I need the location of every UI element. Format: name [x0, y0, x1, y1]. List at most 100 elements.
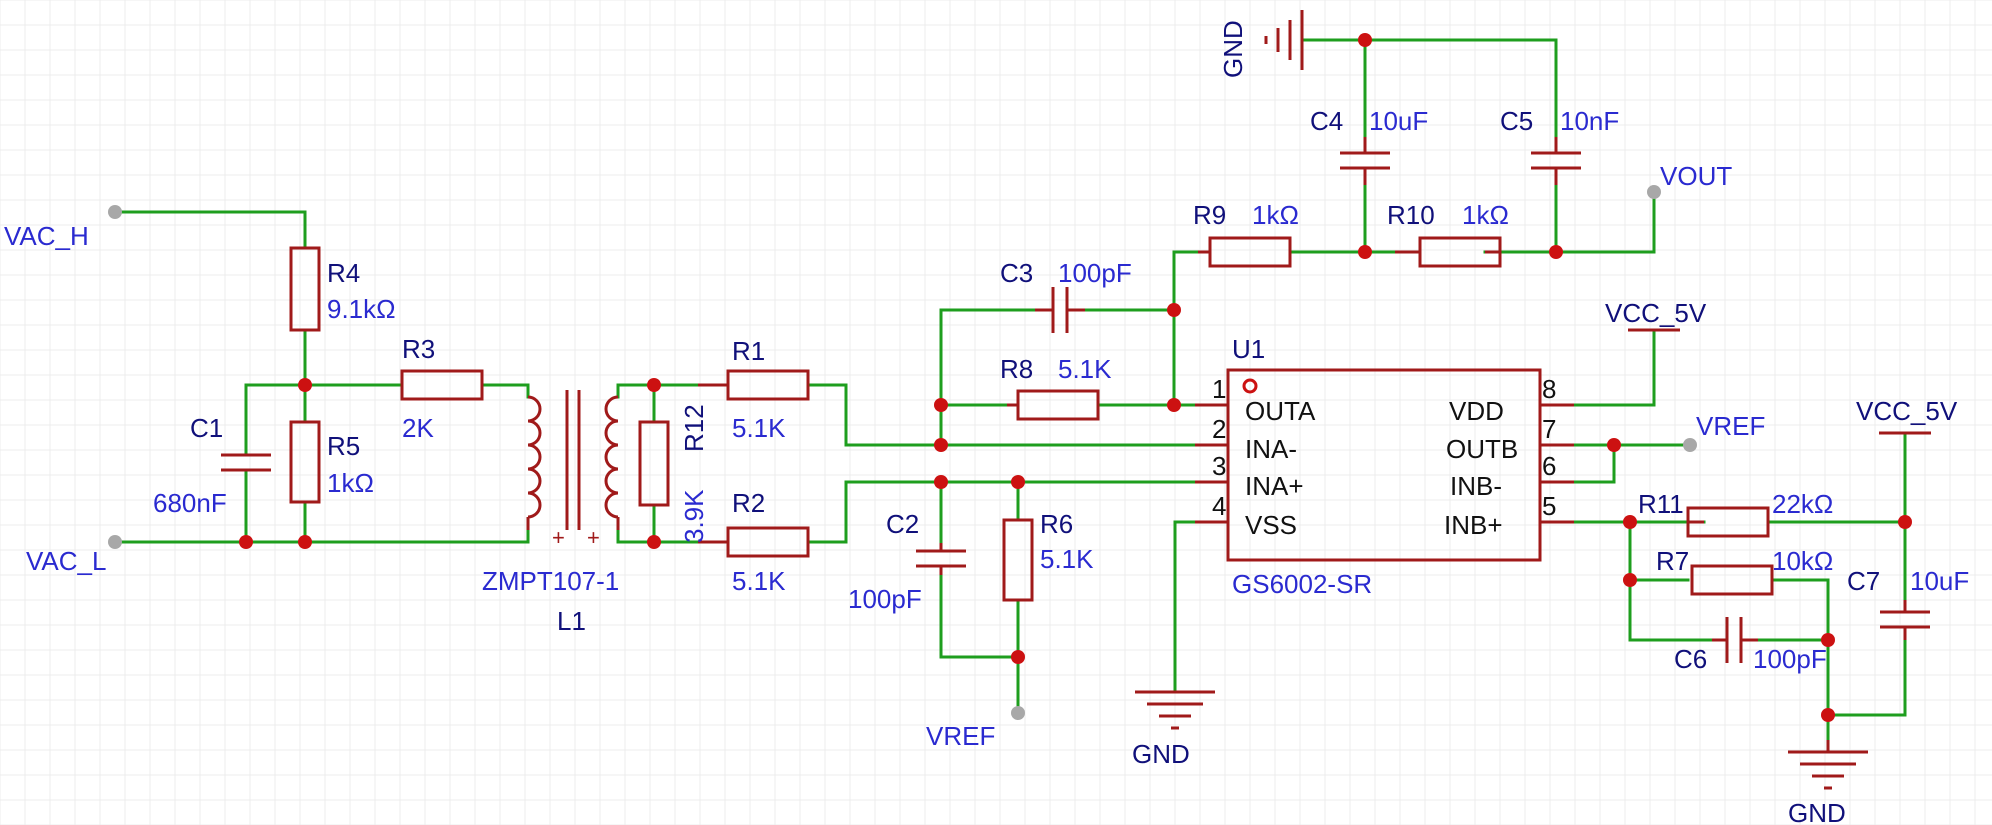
r10-ref: R10	[1387, 200, 1435, 230]
r8-resistor	[1007, 389, 1100, 421]
u1-pin1-num: 1	[1212, 374, 1226, 404]
l1-value: ZMPT107-1	[482, 566, 619, 596]
net-vref-bottom-label: VREF	[926, 721, 995, 751]
c5-ref: C5	[1500, 106, 1533, 136]
c7-capacitor	[1880, 600, 1930, 640]
net-vac-l-label: VAC_L	[26, 546, 106, 576]
u1-pin3-name: INA+	[1245, 471, 1304, 501]
net-vref-right-label: VREF	[1696, 411, 1765, 441]
net-vcc-right-label: VCC_5V	[1856, 396, 1958, 426]
net-vac-h-label: VAC_H	[4, 221, 89, 251]
r9-value: 1kΩ	[1252, 200, 1299, 230]
r2-resistor	[698, 526, 810, 558]
r4-resistor	[289, 246, 321, 332]
r4-value: 9.1kΩ	[327, 294, 396, 324]
u1-pin2-name: INA-	[1245, 434, 1297, 464]
r7-value: 10kΩ	[1772, 546, 1833, 576]
net-ports	[108, 185, 1697, 720]
u1-pin8-name: VDD	[1449, 396, 1504, 426]
u1-pin7-name: OUTB	[1446, 434, 1518, 464]
r11-resistor	[1686, 506, 1770, 538]
r9-resistor	[1198, 236, 1292, 268]
l1-transformer: + +	[526, 390, 620, 550]
labels: VAC_H VAC_L VOUT VREF VREF VCC_5V VCC_5V…	[4, 20, 1969, 825]
r11-value: 22kΩ	[1772, 489, 1833, 519]
u1-pin1-name: OUTA	[1245, 396, 1316, 426]
net-vout-label: VOUT	[1660, 161, 1732, 191]
u1-pin8-num: 8	[1542, 374, 1556, 404]
r8-value: 5.1K	[1058, 354, 1112, 384]
net-gnd-right-label: GND	[1788, 798, 1846, 825]
c5-value: 10nF	[1560, 106, 1619, 136]
l1-ref: L1	[557, 606, 586, 636]
u1-pin6-name: INB-	[1450, 471, 1502, 501]
r12-value: 3.9K	[679, 489, 709, 543]
vout-port[interactable]	[1647, 185, 1661, 199]
u1-pin4-num: 4	[1212, 491, 1226, 521]
r6-value: 5.1K	[1040, 544, 1094, 574]
vref-right-port[interactable]	[1683, 438, 1697, 452]
r2-value: 5.1K	[732, 566, 786, 596]
gnd-mid-symbol	[1135, 690, 1215, 730]
r1-ref: R1	[732, 336, 765, 366]
u1-pin6-num: 6	[1542, 451, 1556, 481]
c4-ref: C4	[1310, 106, 1343, 136]
r3-resistor	[400, 369, 484, 401]
r12-ref: R12	[679, 404, 709, 452]
r8-ref: R8	[1000, 354, 1033, 384]
u1-pin7-num: 7	[1542, 414, 1556, 444]
c6-ref: C6	[1674, 644, 1707, 674]
r5-ref: R5	[327, 431, 360, 461]
u1-pin3-num: 3	[1212, 451, 1226, 481]
u1-pin2-num: 2	[1212, 414, 1226, 444]
vac-l-port[interactable]	[108, 535, 122, 549]
symbols: + +	[221, 10, 1931, 790]
c3-value: 100pF	[1058, 258, 1132, 288]
net-vcc-top-label: VCC_5V	[1605, 298, 1707, 328]
net-gnd-top-label: GND	[1218, 20, 1248, 78]
r7-resistor	[1690, 564, 1774, 596]
c2-capacitor	[916, 543, 966, 575]
c6-value: 100pF	[1753, 644, 1827, 674]
c2-ref: C2	[886, 509, 919, 539]
r4-ref: R4	[327, 258, 360, 288]
net-gnd-mid-label: GND	[1132, 739, 1190, 769]
r6-ref: R6	[1040, 509, 1073, 539]
r3-ref: R3	[402, 334, 435, 364]
r1-value: 5.1K	[732, 413, 786, 443]
r12-resistor	[638, 420, 670, 507]
c6-capacitor	[1712, 617, 1758, 663]
vref-bottom-port[interactable]	[1011, 706, 1025, 720]
r5-value: 1kΩ	[327, 468, 374, 498]
r9-ref: R9	[1193, 200, 1226, 230]
c3-capacitor	[1035, 287, 1085, 333]
u1-part: GS6002-SR	[1232, 569, 1372, 599]
u1-pin5-num: 5	[1542, 491, 1556, 521]
c3-ref: C3	[1000, 258, 1033, 288]
wires	[113, 38, 1907, 742]
svg-text:+: +	[587, 525, 600, 550]
c1-ref: C1	[190, 413, 223, 443]
c1-value: 680nF	[153, 488, 227, 518]
u1-pin4-name: VSS	[1245, 510, 1297, 540]
vac-h-port[interactable]	[108, 205, 122, 219]
c1-capacitor	[221, 453, 271, 472]
r10-value: 1kΩ	[1462, 200, 1509, 230]
r2-ref: R2	[732, 488, 765, 518]
c7-value: 10uF	[1910, 566, 1969, 596]
junctions	[239, 33, 1912, 722]
r11-ref: R11	[1638, 489, 1684, 519]
c4-capacitor	[1340, 137, 1390, 185]
c2-value: 100pF	[848, 584, 922, 614]
c4-value: 10uF	[1369, 106, 1428, 136]
u1-chip	[1195, 368, 1574, 562]
c5-capacitor	[1531, 137, 1581, 185]
r7-ref: R7	[1656, 546, 1689, 576]
r10-resistor	[1395, 236, 1502, 268]
c7-ref: C7	[1847, 566, 1880, 596]
svg-text:+: +	[552, 525, 565, 550]
r6-resistor	[1002, 518, 1034, 602]
gnd-top-symbol	[1264, 10, 1304, 70]
